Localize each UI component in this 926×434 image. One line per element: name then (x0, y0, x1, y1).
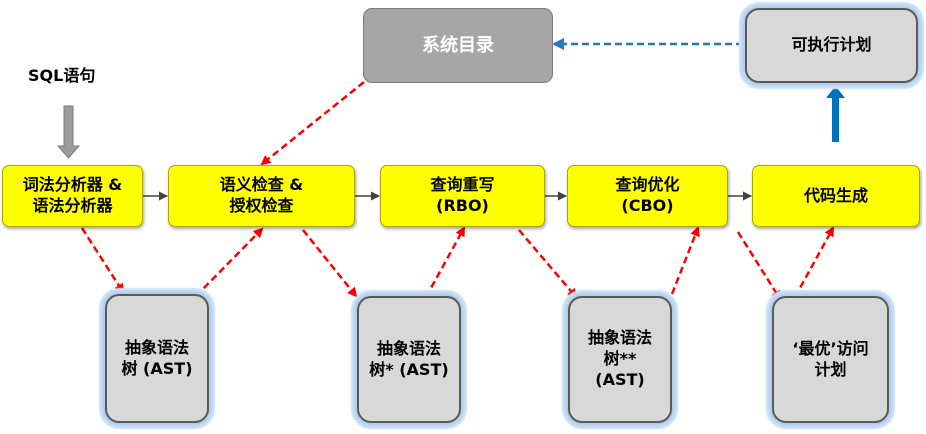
stage-rbo-line-2: (RBO) (436, 196, 489, 215)
artifact-best-plan: ‘最优’访问 计划 (772, 296, 889, 423)
executable-plan-label: 可执行计划 (791, 35, 872, 55)
stage-cbo-line-2: (CBO) (621, 196, 674, 215)
ast1-to-rbo-arrow (424, 226, 466, 298)
artifact-ast-line-1: 抽象语法 (124, 337, 189, 357)
stage-parser-line-2: 语法分析器 (32, 196, 113, 215)
artifact-ast2-line-3: (AST) (595, 369, 645, 389)
cbo-to-best-plan-arrow (736, 231, 782, 301)
stage-query-rewrite: 查询重写 (RBO) (380, 165, 545, 227)
system-catalog-label: 系统目录 (422, 34, 494, 56)
stage-semantic-line-2: 授权检查 (229, 196, 294, 215)
stage-parser: 词法分析器 & 语法分析器 (2, 165, 143, 227)
stage-semantic-line-1: 语义检查 & (219, 175, 304, 195)
sql-input-arrow (56, 105, 81, 159)
rbo-to-ast2-arrow (518, 229, 578, 299)
parser-to-ast-arrow (80, 227, 125, 294)
artifact-ast-star: 抽象语法 树* (AST) (357, 296, 461, 423)
codegen-to-plan-arrow (826, 86, 845, 142)
sql-statement-label: SQL语句 (28, 66, 96, 85)
semantic-to-ast1-arrow (302, 229, 358, 298)
executable-plan-node: 可执行计划 (745, 8, 918, 83)
stage-code-generation: 代码生成 (752, 165, 920, 227)
artifact-ast1-line-2: 树* (AST) (369, 359, 449, 379)
system-catalog-node: 系统目录 (363, 8, 553, 83)
artifact-ast-double-star: 抽象语法 树** (AST) (568, 296, 672, 423)
best-plan-to-codegen-arrow (793, 226, 835, 298)
artifact-best-plan-line-2: 计划 (814, 359, 847, 379)
stage-parser-line-1: 词法分析器 & (22, 175, 123, 195)
stage-rbo-line-1: 查询重写 (430, 175, 495, 195)
artifact-ast2-line-1: 抽象语法 (587, 328, 652, 348)
ast-to-semantic-arrow (195, 227, 264, 297)
stage-semantic-check: 语义检查 & 授权检查 (168, 165, 355, 227)
artifact-ast-line-2: 树 (AST) (121, 358, 193, 378)
stage-codegen-line-1: 代码生成 (803, 185, 868, 205)
stage-query-optimize: 查询优化 (CBO) (567, 165, 728, 227)
artifact-ast: 抽象语法 树 (AST) (105, 294, 209, 423)
catalog-to-semantic-arrow (260, 81, 365, 166)
stage-cbo-line-1: 查询优化 (615, 175, 680, 195)
artifact-best-plan-line-1: ‘最优’访问 (792, 338, 869, 358)
ast2-to-cbo-arrow (670, 226, 700, 295)
artifact-ast1-line-1: 抽象语法 (376, 338, 441, 358)
artifact-ast2-line-2: 树** (603, 349, 637, 369)
